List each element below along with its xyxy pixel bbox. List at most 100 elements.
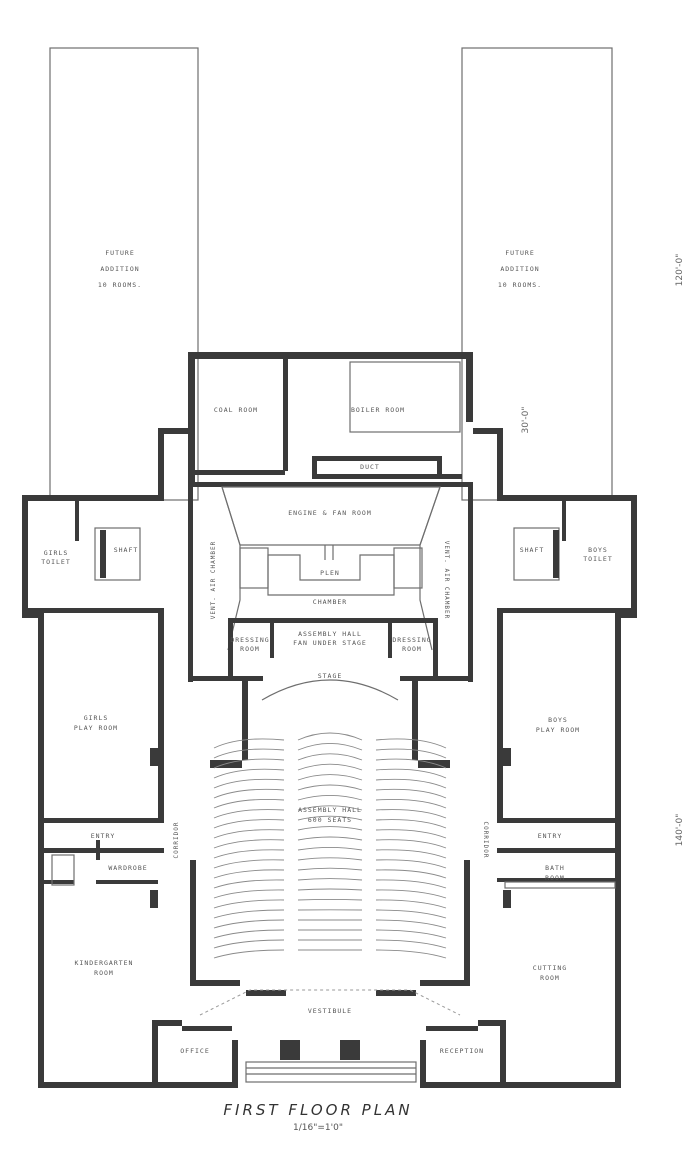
- seat-row: [375, 748, 447, 759]
- seat-row: [213, 919, 285, 929]
- svg-text:600 SEATS: 600 SEATS: [308, 816, 352, 824]
- seat-row: [297, 888, 363, 891]
- plan-scale-text: 1/16"=1'0": [293, 1123, 343, 1133]
- plen-label: PLEN: [320, 569, 340, 577]
- seat-row: [213, 768, 285, 779]
- seat-row: [375, 738, 447, 749]
- svg-text:CORRIDOR: CORRIDOR: [173, 822, 180, 859]
- seat-row: [375, 758, 447, 769]
- chamber-label: CHAMBER: [313, 598, 347, 606]
- seat-row: [375, 919, 447, 929]
- svg-text:ENTRY: ENTRY: [91, 832, 116, 840]
- svg-text:ENTRY: ENTRY: [538, 832, 563, 840]
- svg-text:GIRLS: GIRLS: [44, 549, 69, 557]
- outer-walls: [22, 352, 637, 1088]
- svg-text:140'-0": 140'-0": [675, 814, 685, 847]
- svg-text:OFFICE: OFFICE: [180, 1047, 209, 1055]
- seat-row: [213, 929, 285, 939]
- svg-text:FUTURE: FUTURE: [505, 249, 534, 257]
- svg-text:TOILET: TOILET: [41, 558, 70, 566]
- seat-row: [375, 949, 447, 959]
- seat-row: [375, 859, 447, 869]
- svg-text:ROOM: ROOM: [540, 974, 560, 982]
- seating-rows: [213, 732, 447, 959]
- seat-row: [213, 738, 285, 749]
- svg-text:10 ROOMS.: 10 ROOMS.: [498, 281, 542, 289]
- svg-text:WARDROBE: WARDROBE: [108, 864, 147, 872]
- seat-row: [297, 774, 363, 781]
- play-rooms: GIRLS PLAY ROOM BOYS PLAY ROOM: [74, 613, 580, 823]
- seat-row: [297, 743, 363, 751]
- lower-left-rooms: WARDROBE KINDERGARTEN ROOM: [44, 840, 158, 977]
- seat-row: [297, 753, 363, 761]
- svg-text:ASSEMBLY HALL: ASSEMBLY HALL: [298, 806, 362, 814]
- svg-text:FUTURE: FUTURE: [105, 249, 134, 257]
- seat-row: [213, 859, 285, 869]
- svg-text:KINDERGARTEN: KINDERGARTEN: [75, 959, 134, 967]
- seat-row: [375, 819, 447, 829]
- seat-row: [375, 879, 447, 889]
- svg-text:TOILET: TOILET: [583, 555, 612, 563]
- seat-row: [375, 929, 447, 939]
- svg-text:PLAY ROOM: PLAY ROOM: [536, 726, 580, 734]
- seat-row: [213, 869, 285, 879]
- seat-row: [375, 778, 447, 789]
- seat-row: [213, 748, 285, 759]
- engine-fan-block: ENGINE & FAN ROOM PLEN CHAMBER VENT. AIR…: [188, 482, 473, 682]
- plan-title-text: FIRST FLOOR PLAN: [223, 1101, 412, 1119]
- svg-text:ROOM: ROOM: [240, 645, 260, 653]
- duct-label: DUCT: [360, 463, 380, 471]
- seat-row: [297, 867, 363, 871]
- front-vestibule: VESTIBULE OFFICE RECEPTION: [180, 989, 484, 1083]
- seat-row: [375, 839, 447, 849]
- seat-row: [375, 809, 447, 819]
- seat-row: [297, 732, 363, 741]
- plan-title: FIRST FLOOR PLAN 1/16"=1'0": [223, 1101, 412, 1133]
- toilets: GIRLS TOILET SHAFT BOYS TOILET SHAFT: [28, 501, 631, 613]
- seat-row: [213, 839, 285, 849]
- seat-row: [375, 899, 447, 909]
- seat-row: [375, 788, 447, 799]
- svg-text:10 ROOMS.: 10 ROOMS.: [98, 281, 142, 289]
- seat-row: [213, 788, 285, 799]
- seat-row: [375, 849, 447, 859]
- seat-row: [213, 949, 285, 959]
- dimensions: 120'-0" 140'-0" 30'-0": [521, 254, 685, 847]
- svg-text:ASSEMBLY HALL: ASSEMBLY HALL: [298, 630, 362, 638]
- seat-row: [375, 798, 447, 809]
- stage-block: DRESSING ROOM DRESSING ROOM ASSEMBLY HAL…: [193, 618, 473, 681]
- seat-row: [213, 899, 285, 909]
- seat-row: [297, 878, 363, 881]
- seat-row: [297, 836, 363, 841]
- svg-text:ROOM: ROOM: [402, 645, 422, 653]
- svg-text:BATH: BATH: [545, 864, 565, 872]
- seat-row: [297, 805, 363, 811]
- seat-row: [213, 778, 285, 789]
- seat-row: [213, 849, 285, 859]
- seat-row: [375, 869, 447, 879]
- svg-text:SHAFT: SHAFT: [520, 546, 545, 554]
- seat-row: [297, 826, 363, 831]
- seat-row: [213, 879, 285, 889]
- svg-text:CORRIDOR: CORRIDOR: [482, 822, 489, 859]
- seat-row: [297, 846, 363, 851]
- seat-row: [213, 758, 285, 769]
- svg-text:DRESSING: DRESSING: [230, 636, 269, 644]
- svg-text:BOYS: BOYS: [588, 546, 608, 554]
- seat-row: [375, 829, 447, 839]
- svg-text:ADDITION: ADDITION: [500, 265, 539, 273]
- vent-air-chamber-right-label: VENT. AIR CHAMBER: [443, 541, 450, 619]
- svg-text:ROOM: ROOM: [94, 969, 114, 977]
- svg-text:RECEPTION: RECEPTION: [440, 1047, 484, 1055]
- seat-row: [297, 857, 363, 861]
- svg-text:PLAY ROOM: PLAY ROOM: [74, 724, 118, 732]
- seat-row: [213, 819, 285, 829]
- seat-row: [213, 809, 285, 819]
- coal-room-label: COAL ROOM: [214, 406, 258, 414]
- seat-row: [213, 909, 285, 919]
- seat-row: [297, 763, 363, 771]
- vent-air-chamber-left-label: VENT. AIR CHAMBER: [210, 541, 217, 619]
- engine-fan-room-label: ENGINE & FAN ROOM: [288, 509, 372, 517]
- svg-text:SHAFT: SHAFT: [114, 546, 139, 554]
- svg-text:ROOM: ROOM: [545, 874, 565, 882]
